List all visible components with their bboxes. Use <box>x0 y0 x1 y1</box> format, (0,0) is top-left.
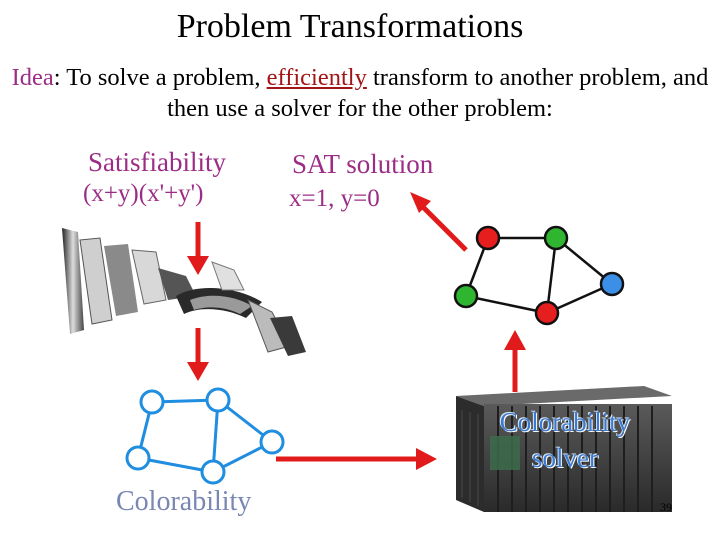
sat-solution-label: SAT solution <box>292 149 434 179</box>
arrow-colorability-to-solver <box>276 448 437 470</box>
graph-node-green <box>453 283 479 309</box>
solver-label-line2: solver <box>532 443 598 473</box>
graph-node-red <box>534 300 560 326</box>
solver-container-image <box>456 386 672 512</box>
colorability-solver-label: Colorability solver <box>480 404 650 476</box>
arrow-transform-to-colorability <box>187 328 209 381</box>
solver-label-line1: Colorability <box>499 407 631 437</box>
idea-emphasis: efficiently <box>266 64 367 91</box>
slide-title: Problem Transformations <box>176 8 524 45</box>
graph-node <box>259 429 285 455</box>
idea-post: transform to another problem, and then u… <box>167 64 709 122</box>
satisfiability-expression: (x+y)(x'+y') <box>83 180 204 207</box>
graph-node-green <box>543 225 569 251</box>
uncolored-graph <box>125 387 285 485</box>
graph-node-blue <box>599 271 625 297</box>
arrow-graph-to-solution <box>410 192 468 252</box>
graph-node <box>205 387 231 413</box>
idea-text: Idea: To solve a problem, efficiently tr… <box>10 62 710 124</box>
graph-node-red <box>475 225 501 251</box>
graph-node <box>125 445 151 471</box>
arrow-sat-to-transform <box>187 222 209 275</box>
arrow-solver-to-colored-graph <box>504 330 526 392</box>
sun-logo-icon <box>490 436 520 470</box>
graph-node <box>139 389 165 415</box>
sat-solution-value: x=1, y=0 <box>289 185 380 212</box>
satisfiability-label: Satisfiability <box>88 147 226 177</box>
colored-graph <box>453 225 625 326</box>
page-number: 39 <box>660 500 672 514</box>
idea-label: Idea <box>11 64 54 91</box>
transformation-ribbon-image <box>62 228 306 356</box>
colorability-label: Colorability <box>116 486 252 517</box>
idea-pre: : To solve a problem, <box>53 64 267 91</box>
graph-node <box>200 459 226 485</box>
